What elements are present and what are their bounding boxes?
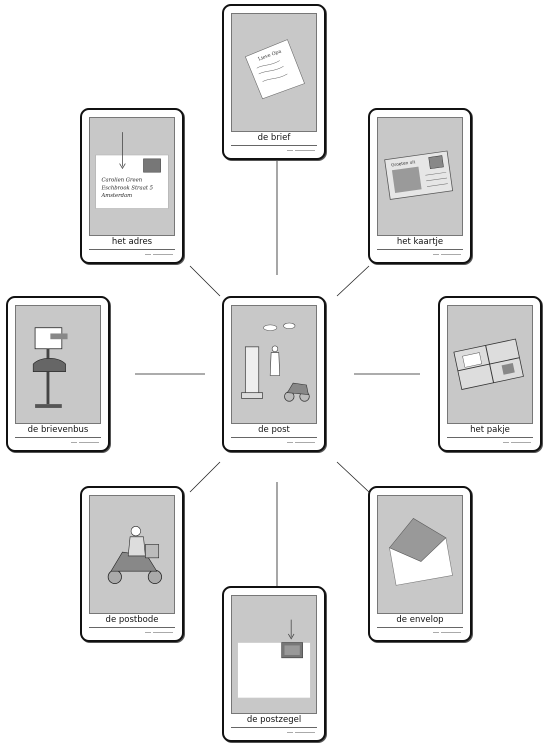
stamp-icon [237, 619, 311, 699]
card-footer-mark [145, 253, 173, 256]
handwritten-letter-icon: Lieve Opa [244, 39, 305, 100]
postman-scooter-icon [107, 526, 162, 584]
parcel-icon [453, 338, 524, 390]
card-het-kaartje[interactable]: Groeten uit het kaartje [368, 108, 472, 264]
svg-text:Eschbrook Straat 5: Eschbrook Straat 5 [100, 185, 153, 191]
address-picture: Carolien Green Eschbrook Straat 5 Amster… [89, 117, 175, 236]
card-footer-mark [433, 253, 461, 256]
card-de-envelop[interactable]: de envelop [368, 486, 472, 642]
postman-picture [89, 495, 175, 614]
addressed-envelope-icon: Carolien Green Eschbrook Straat 5 Amster… [95, 132, 169, 209]
stamp-picture [231, 595, 317, 714]
letter-picture: Lieve Opa [231, 13, 317, 132]
card-footer-mark [503, 441, 531, 444]
card-label: de post [231, 424, 317, 438]
mailbox-icon [32, 327, 68, 408]
card-het-adres[interactable]: Carolien Green Eschbrook Straat 5 Amster… [80, 108, 184, 264]
mailbox-picture [15, 305, 101, 424]
post-office-scene-icon [241, 322, 310, 402]
card-label: de brief [231, 132, 317, 146]
svg-text:Groeten uit: Groeten uit [391, 159, 416, 168]
card-label: het pakje [447, 424, 533, 438]
card-footer-mark [287, 441, 315, 444]
card-footer-mark [287, 149, 315, 152]
card-label: de postzegel [231, 714, 317, 728]
svg-text:Carolien Green: Carolien Green [101, 178, 142, 184]
card-footer-mark [433, 631, 461, 634]
card-label: de envelop [377, 614, 463, 628]
card-label: het kaartje [377, 236, 463, 250]
parcel-picture [447, 305, 533, 424]
card-de-brief[interactable]: Lieve Opa de brief [222, 4, 326, 160]
svg-text:Amsterdam: Amsterdam [100, 193, 132, 199]
card-footer-mark [71, 441, 99, 444]
envelope-picture [377, 495, 463, 614]
card-de-post[interactable]: de post [222, 296, 326, 452]
envelope-icon [389, 517, 453, 586]
card-label: de postbode [89, 614, 175, 628]
postcard-picture: Groeten uit [377, 117, 463, 236]
card-footer-mark [287, 731, 315, 734]
card-label: de brievenbus [15, 424, 101, 438]
card-het-pakje[interactable]: het pakje [438, 296, 542, 452]
card-footer-mark [145, 631, 173, 634]
card-label: het adres [89, 236, 175, 250]
postcard-icon: Groeten uit [384, 150, 454, 200]
post-office-picture [231, 305, 317, 424]
card-de-brievenbus[interactable]: de brievenbus [6, 296, 110, 452]
card-de-postbode[interactable]: de postbode [80, 486, 184, 642]
card-de-postzegel[interactable]: de postzegel [222, 586, 326, 742]
